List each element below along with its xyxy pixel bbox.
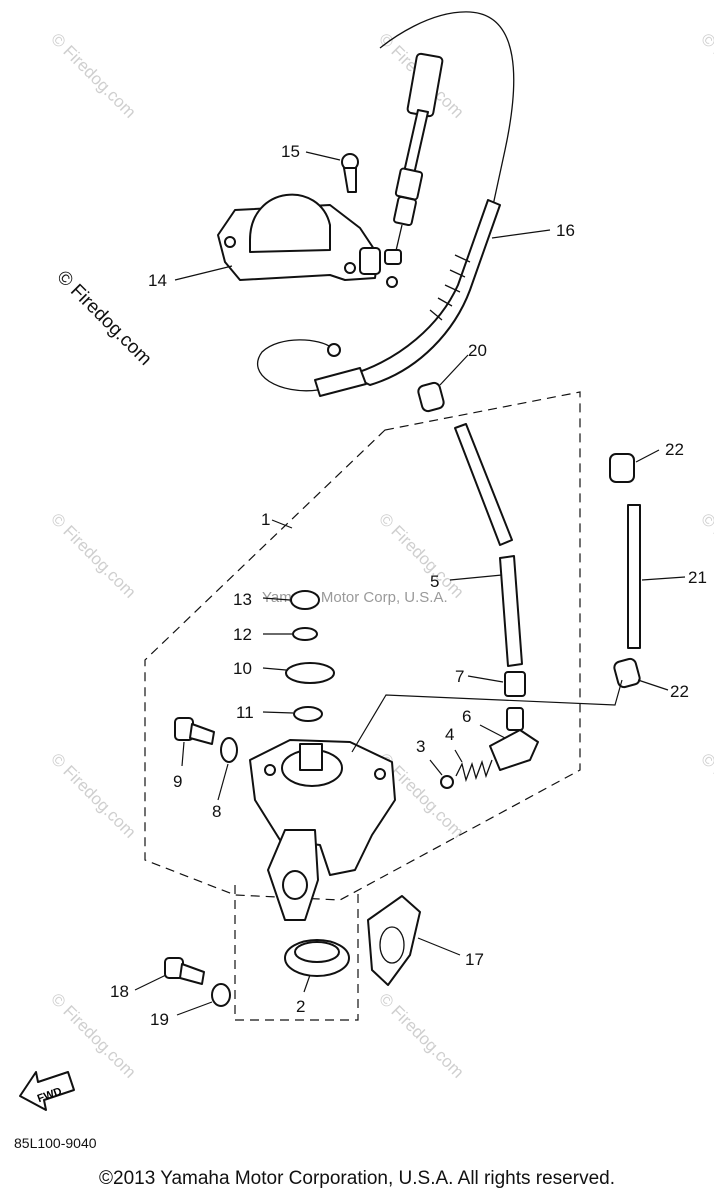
hose-part: [454, 423, 513, 546]
cable-assembly: [256, 11, 515, 397]
watermark: © Firedog.com: [47, 509, 139, 601]
fwd-arrow-icon: FWD: [19, 1071, 75, 1111]
callout-7: 7: [455, 667, 464, 686]
callout-6: 6: [462, 707, 471, 726]
watermark: © Firedog.com: [697, 509, 714, 601]
watermark-center: Yamaha Motor Corp, U.S.A.: [262, 589, 448, 606]
hose-part: [627, 504, 641, 649]
washer-part: [220, 737, 238, 763]
watermark: © Firedog.com: [375, 509, 467, 601]
washer-part: [211, 983, 231, 1007]
screw-part: [341, 153, 359, 193]
callout-17: 17: [465, 950, 484, 969]
bolt-part: [164, 957, 205, 985]
callout-10: 10: [233, 659, 252, 678]
callout-2: 2: [296, 997, 305, 1016]
spring-part: [455, 759, 493, 783]
gasket-part: [367, 895, 421, 986]
callout-11: 11: [236, 703, 254, 722]
watermark: © Firedog.com: [47, 29, 139, 121]
callout-3: 3: [416, 737, 425, 756]
washer-part: [293, 706, 323, 722]
bolt-part: [174, 717, 215, 745]
callout-20: 20: [468, 341, 487, 360]
callout-15: 15: [281, 142, 300, 161]
gasket-hole: [379, 926, 405, 964]
copyright-notice: ©2013 Yamaha Motor Corporation, U.S.A. A…: [99, 1168, 615, 1189]
washer-part: [285, 662, 335, 684]
callout-4: 4: [445, 725, 454, 744]
callout-9: 9: [173, 772, 182, 791]
callout-22b: 22: [670, 682, 689, 701]
sleeve-part: [609, 453, 635, 483]
pump-body: [249, 739, 396, 921]
watermark: © Firedog.com: [52, 267, 155, 370]
seal-boundary: [234, 885, 359, 1021]
callout-12: 12: [233, 625, 252, 644]
ball-part: [440, 775, 454, 789]
elbow-part: [489, 707, 539, 771]
sleeve-part: [613, 657, 641, 689]
callout-14: 14: [148, 271, 167, 290]
leader-lines: [134, 151, 686, 1016]
hose-route-line: [351, 679, 623, 753]
nut-part: [290, 590, 320, 610]
watermark: © Firedog.com: [47, 749, 139, 841]
cover-part: [217, 193, 381, 281]
callout-16: 16: [556, 221, 575, 240]
watermark: © Firedog.com: [697, 29, 714, 121]
watermark: © Firedog.com: [697, 749, 714, 841]
callout-1: 1: [261, 510, 270, 529]
callout-5: 5: [430, 572, 439, 591]
sleeve-part: [417, 381, 445, 413]
washer-part: [292, 627, 318, 641]
joint-part: [504, 671, 526, 697]
callout-19: 19: [150, 1010, 169, 1029]
callout-8: 8: [212, 802, 221, 821]
hose-part: [499, 555, 523, 667]
callout-21: 21: [688, 568, 707, 587]
seal-part: [284, 939, 350, 977]
callout-13: 13: [233, 590, 252, 609]
callout-labels: 1 2 3 4 5 6 7 8 9 10 11 12 13 14 15 16 1…: [110, 142, 707, 1029]
diagram-code: 85L100-9040: [14, 1135, 97, 1151]
watermark: © Firedog.com: [375, 989, 467, 1081]
watermark: © Firedog.com: [47, 989, 139, 1081]
callout-18: 18: [110, 982, 129, 1001]
callout-22a: 22: [665, 440, 684, 459]
